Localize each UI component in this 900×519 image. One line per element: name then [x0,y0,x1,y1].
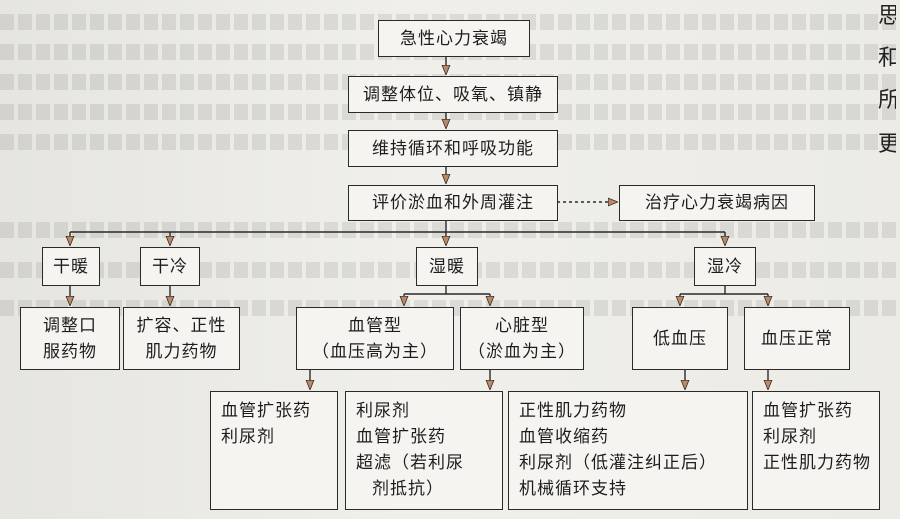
edge-char: 所 [878,88,896,113]
edge-char: 更 [878,132,896,157]
node-wet-warm: 湿暖 [416,247,478,286]
wet-warm-split [404,286,490,295]
node-adjust-position-oxygen-sedation: 调整体位、吸氧、镇静 [348,76,558,113]
node-normal-blood-pressure: 血压正常 [744,307,850,370]
node-dry-cold-treatment: 扩容、正性 肌力药物 [123,307,240,370]
node-assess-congestion-perfusion: 评价淤血和外周灌注 [348,185,558,221]
node-cardiac-type: 心脏型 （淤血为主） [460,307,584,370]
node-dry-cold: 干冷 [140,247,200,286]
node-maintain-circulation-respiration: 维持循环和呼吸功能 [348,130,558,167]
edge-char: 思 [878,4,896,29]
wet-cold-split [680,286,768,295]
node-low-blood-pressure: 低血压 [632,307,728,370]
node-wet-cold: 湿冷 [694,247,756,286]
node-vascular-type: 血管型 （血压高为主） [296,307,454,370]
node-cardiac-treatment: 利尿剂 血管扩张药 超滤（若利尿 剂抵抗） [345,391,503,510]
node-normal-bp-treatment: 血管扩张药 利尿剂 正性肌力药物 [752,391,880,510]
node-dry-warm-treatment: 调整口 服药物 [20,307,120,370]
node-vascular-treatment: 血管扩张药 利尿剂 [210,391,338,510]
node-dry-warm: 干暖 [42,247,100,286]
edge-char: 和 [878,46,896,71]
node-treat-cause: 治疗心力衰竭病因 [619,185,815,221]
node-acute-heart-failure: 急性心力衰竭 [378,20,530,57]
node-low-bp-treatment: 正性肌力药物 血管收缩药 利尿剂（低灌注纠正后） 机械循环支持 [508,391,748,510]
edge-text-column: 思 和 所 更 [874,0,900,519]
